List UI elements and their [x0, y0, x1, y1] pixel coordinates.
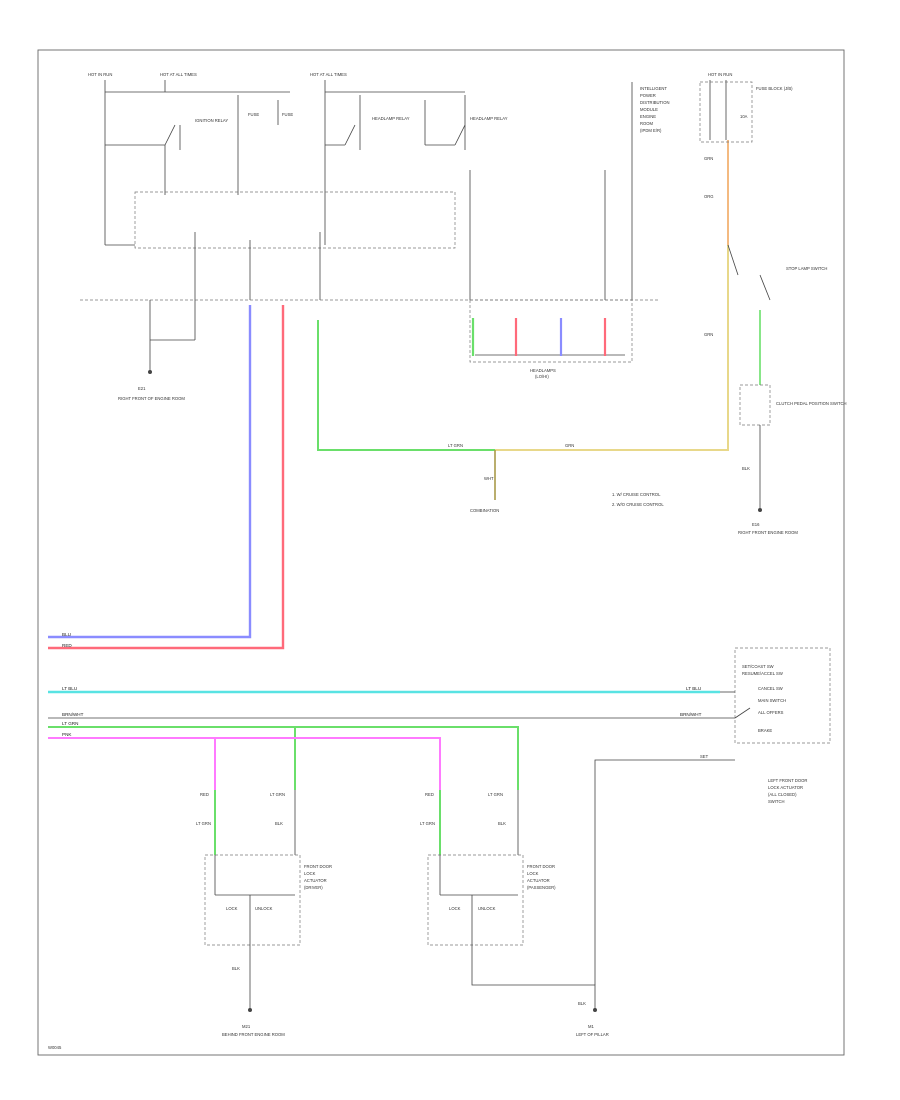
label-fuse-block: FUSE BLOCK (J/B) — [756, 86, 793, 91]
ipdm-note-1: INTELLIGENT — [640, 86, 667, 91]
middle-wht-label: WHT — [484, 476, 494, 481]
right-door-2: LOCK — [527, 871, 539, 876]
ipdm-note-5: ENGINE — [640, 114, 656, 119]
right-ltgrn-label: LT GRN — [488, 792, 503, 797]
right-unlock-label: UNLOCK — [478, 906, 496, 911]
right-lock-label: LOCK — [449, 906, 461, 911]
label-hot-in-run-right: HOT IN RUN — [708, 72, 732, 77]
wire-pink — [48, 737, 441, 790]
steering-desc-1: LEFT FRONT DOOR — [768, 778, 807, 783]
label-hot-at-all-times-1: HOT AT ALL TIMES — [160, 72, 197, 77]
label-grn-top: GRN — [704, 156, 713, 161]
ipdm-note-4: MODULE — [640, 107, 658, 112]
right-blk-ground-label: BLK — [578, 1001, 586, 1006]
left-ground: M21 — [242, 1024, 251, 1029]
ipdm-section: HOT IN RUN HOT AT ALL TIMES HOT AT ALL T… — [80, 72, 670, 401]
right-door-3: ACTUATOR — [527, 878, 550, 883]
right-door-1: FRONT DOOR — [527, 864, 555, 869]
ipdm-note-6: ROOM — [640, 121, 654, 126]
label-org: ORG — [704, 194, 714, 199]
left-door-2: LOCK — [304, 871, 316, 876]
switch-sub-2: MAIN SWITCH — [758, 698, 786, 703]
right-red-label: RED — [425, 792, 434, 797]
right-ground: M1 — [588, 1024, 594, 1029]
label-clutch-switch: CLUTCH PEDAL POSITION SWITCH — [776, 401, 847, 406]
label-stop-lamp-switch: STOP LAMP SWITCH — [786, 266, 827, 271]
label-hot-at-all-times-2: HOT AT ALL TIMES — [310, 72, 347, 77]
headlamp-block-sub: (LO/HI) — [535, 374, 549, 379]
bottom-cyan-label: LT BLU — [62, 686, 77, 691]
left-red-label: RED — [200, 792, 209, 797]
bottom-red-label: RED — [62, 643, 72, 648]
bottom-grn-label: LT GRN — [62, 721, 78, 726]
steering-set-label: SET — [700, 754, 709, 759]
wire-lt-green-bottom — [48, 726, 519, 790]
right-door-actuator — [427, 854, 524, 946]
ground-e21-desc: RIGHT FRONT OF ENGINE ROOM — [118, 396, 185, 401]
bottom-cyan-right: LT BLU — [686, 686, 701, 691]
left-lock-label: LOCK — [226, 906, 238, 911]
ipdm-note-2: POWER — [640, 93, 656, 98]
headlamp-block-label: HEADLAMPS — [530, 368, 556, 373]
label-headlamp-relay-2: HEADLAMP RELAY — [470, 116, 508, 121]
ground-e16-desc: RIGHT FRONT ENGINE ROOM — [738, 530, 798, 535]
steering-desc-3: (ALL CLOSED) — [768, 792, 797, 797]
switch-sub-3: ALL OFFERS — [758, 710, 784, 715]
ground-e21: E21 — [138, 386, 146, 391]
left-ltgrn-label: LT GRN — [270, 792, 285, 797]
right-ltgrn-label-2: LT GRN — [420, 821, 435, 826]
diagram-frame — [37, 49, 845, 1056]
bottom-black-label: BRN/WHT — [62, 712, 84, 717]
ipdm-note-7: (IPDM E/R) — [640, 128, 662, 133]
ground-e16: E16 — [752, 522, 760, 527]
wire-lt-green — [317, 320, 495, 451]
label-hot-in-run: HOT IN RUN — [88, 72, 112, 77]
footer-code: W0045 — [48, 1045, 62, 1050]
left-blk-label: BLK — [275, 821, 283, 826]
combination-connector: COMBINATION — [470, 508, 499, 513]
left-door-4: (DRIVER) — [304, 885, 323, 890]
bottom-pnk-label: PNK — [62, 732, 72, 737]
wire-grn-yellow — [495, 140, 729, 451]
switch-block-label: SET/COAST SW — [742, 664, 774, 669]
left-blk-ground-label: BLK — [232, 966, 240, 971]
wire-blue — [48, 305, 252, 639]
bottom-black-right: BRN/WHT — [680, 712, 702, 717]
switch-sub-1: CANCEL SW — [758, 686, 783, 691]
cruise-switch-block — [734, 647, 831, 744]
right-blk-label: BLK — [498, 821, 506, 826]
bottom-blu-label: BLU — [62, 632, 71, 637]
middle-grn-label: GRN — [565, 443, 574, 448]
label-fuse-2: FUSE — [282, 112, 293, 117]
middle-lt-grn-label: LT GRN — [448, 443, 463, 448]
ipdm-note-3: DISTRIBUTION — [640, 100, 670, 105]
steering-desc-4: SWITCH — [768, 799, 785, 804]
label-blk-right: BLK — [742, 466, 750, 471]
label-fuse-1: FUSE — [248, 112, 259, 117]
switch-block-label-2: RESUME/ACCEL SW — [742, 671, 783, 676]
left-door-actuator — [204, 854, 301, 946]
label-ign-relay: IGNITION RELAY — [195, 118, 228, 123]
label-fuse-num: 10A — [740, 114, 748, 119]
left-ltgrn-label-2: LT GRN — [196, 821, 211, 826]
note-2: 2. W/O CRUISE CONTROL — [612, 502, 664, 507]
stop-lamp-section: HOT IN RUN FUSE BLOCK (J/B) 10A GRN ORG … — [699, 72, 847, 535]
left-unlock-label: UNLOCK — [255, 906, 273, 911]
left-door-3: ACTUATOR — [304, 878, 327, 883]
left-ground-desc: BEHIND FRONT ENGINE ROOM — [222, 1032, 285, 1037]
label-grn-bottom: GRN — [704, 332, 713, 337]
label-headlamp-relay-1: HEADLAMP RELAY — [372, 116, 410, 121]
wire-red — [48, 305, 285, 650]
left-door-1: FRONT DOOR — [304, 864, 332, 869]
right-ground-desc: LEFT OF PILLAR — [576, 1032, 609, 1037]
steering-desc-2: LOCK ACTUATOR — [768, 785, 803, 790]
switch-sub-4: BRAKE — [758, 728, 772, 733]
right-door-4: (PASSENGER) — [527, 885, 556, 890]
note-1: 1. W/ CRUISE CONTROL — [612, 492, 661, 497]
